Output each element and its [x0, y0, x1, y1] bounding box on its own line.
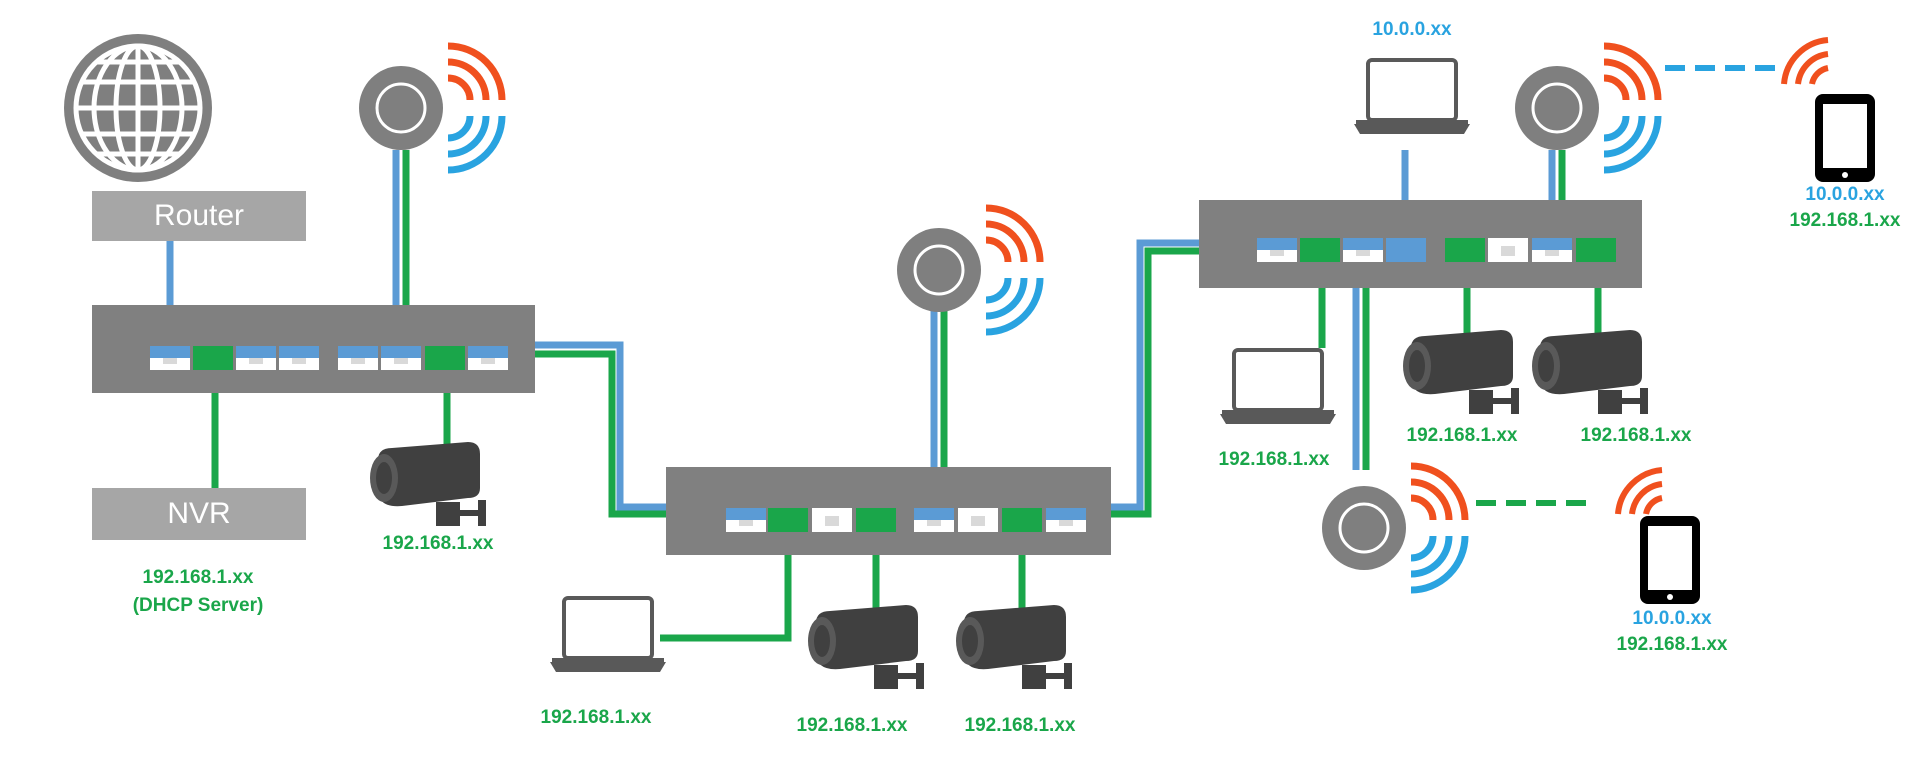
wifi-signal-icon: [1604, 46, 1658, 170]
nvr-label: NVR: [167, 497, 231, 530]
laptop-icon: [1218, 348, 1338, 426]
camera-ip-label: 192.168.1.xx: [964, 715, 1076, 736]
nvr-box: NVR: [92, 488, 306, 540]
laptop-ip-label: 192.168.1.xx: [1218, 449, 1330, 470]
wifi-signal-icon: [1411, 466, 1465, 590]
router-box: Router: [92, 191, 306, 241]
camera-ip-label: 192.168.1.xx: [1406, 425, 1518, 446]
laptop-ip-label: 10.0.0.xx: [1372, 19, 1452, 40]
camera-ip-label: 192.168.1.xx: [1580, 425, 1692, 446]
wifi-signal-icon: [448, 46, 502, 170]
access-point-icon: [895, 226, 983, 314]
camera-icon: [1403, 330, 1519, 414]
access-point-icon: [357, 64, 445, 152]
globe-icon: [64, 34, 212, 182]
camera-icon: [370, 442, 486, 526]
wifi-signal-icon: [1618, 470, 1662, 514]
switch-icon: [92, 305, 535, 393]
laptop-icon: [1352, 58, 1472, 136]
access-point-icon: [1320, 484, 1408, 572]
camera-ip-label: 192.168.1.xx: [796, 715, 908, 736]
nvr-note-label: (DHCP Server): [132, 595, 264, 616]
wifi-signal-icon: [1784, 40, 1828, 84]
access-point-icon: [1513, 64, 1601, 152]
wifi-signal-icon: [986, 208, 1040, 332]
laptop-ip-label: 192.168.1.xx: [540, 707, 652, 728]
tablet-icon: [1815, 94, 1875, 182]
camera-ip-label: 192.168.1.xx: [382, 533, 494, 554]
camera-icon: [808, 605, 924, 689]
switch-icon: [666, 467, 1111, 555]
tablet-icon: [1640, 516, 1700, 604]
phone-ip-label: 10.0.0.xx: [1632, 608, 1712, 629]
switch-icon: [1199, 200, 1642, 288]
laptop-icon: [548, 596, 668, 674]
phone-ip-label: 10.0.0.xx: [1805, 184, 1885, 205]
camera-icon: [956, 605, 1072, 689]
nvr-ip-label: 192.168.1.xx: [142, 567, 254, 588]
camera-icon: [1532, 330, 1648, 414]
router-label: Router: [153, 199, 245, 232]
phone-ip-label: 192.168.1.xx: [1789, 210, 1901, 231]
phone-ip-label: 192.168.1.xx: [1616, 634, 1728, 655]
